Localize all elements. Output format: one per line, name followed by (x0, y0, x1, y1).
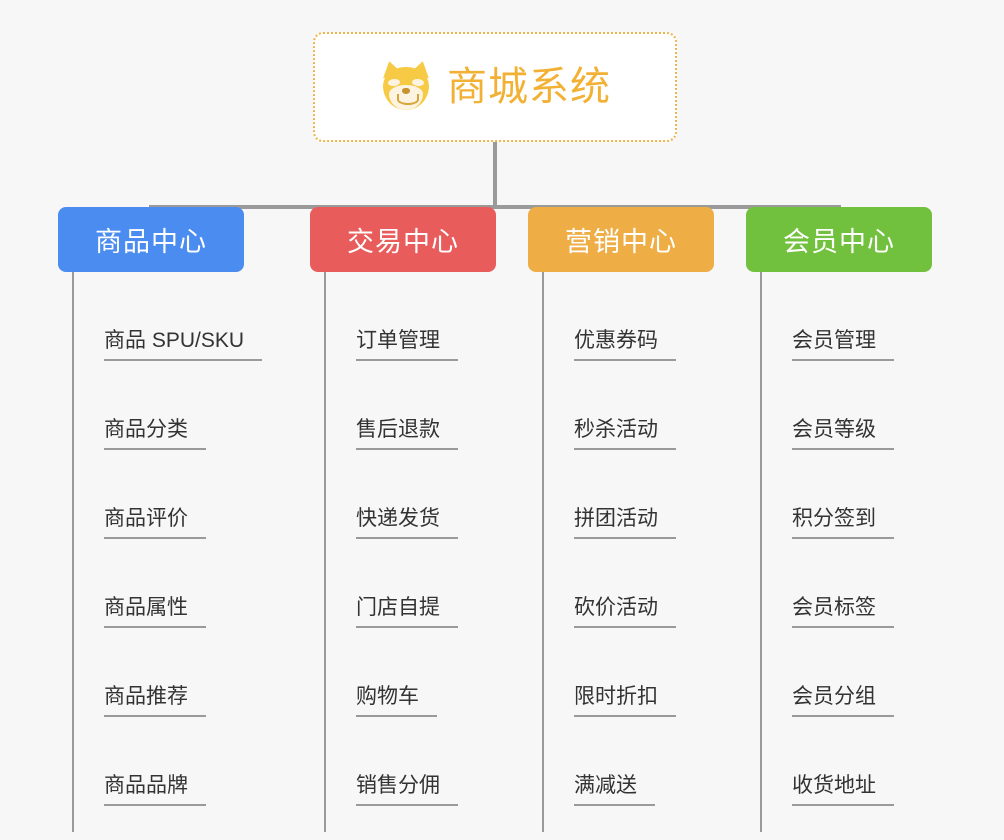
leaf-item[interactable]: 秒杀活动 (542, 361, 772, 450)
leaf-label: 订单管理 (356, 329, 458, 361)
leaf-label: 商品品牌 (104, 774, 206, 806)
category-box[interactable]: 交易中心 (310, 207, 496, 272)
category-label: 交易中心 (347, 227, 459, 257)
leaf-item[interactable]: 限时折扣 (542, 628, 772, 717)
leaf-label: 会员等级 (792, 418, 894, 450)
leaf-item[interactable]: 会员管理 (760, 272, 990, 361)
leaf-item[interactable]: 门店自提 (324, 539, 554, 628)
category-label: 商品中心 (95, 227, 207, 257)
leaf-list: 商品 SPU/SKU 商品分类 商品评价 商品属性 商品推荐 商品品牌 (72, 272, 302, 806)
leaf-item[interactable]: 订单管理 (324, 272, 554, 361)
branch-spine (72, 272, 74, 832)
leaf-label: 商品 SPU/SKU (104, 329, 263, 361)
leaf-item[interactable]: 满减送 (542, 717, 772, 806)
connector-root-stem (493, 142, 497, 207)
leaf-label: 购物车 (356, 685, 437, 717)
leaf-item[interactable]: 商品属性 (72, 539, 302, 628)
category-box[interactable]: 会员中心 (746, 207, 932, 272)
branch-spine (324, 272, 326, 832)
leaf-item[interactable]: 商品评价 (72, 450, 302, 539)
leaf-item[interactable]: 售后退款 (324, 361, 554, 450)
leaf-label: 售后退款 (356, 418, 458, 450)
leaf-item[interactable]: 购物车 (324, 628, 554, 717)
category-label: 营销中心 (565, 227, 677, 257)
leaf-list: 会员管理 会员等级 积分签到 会员标签 会员分组 收货地址 (760, 272, 990, 806)
leaf-item[interactable]: 会员标签 (760, 539, 990, 628)
leaf-item[interactable]: 砍价活动 (542, 539, 772, 628)
leaf-item[interactable]: 商品分类 (72, 361, 302, 450)
connector-horizontal-bus (149, 205, 841, 209)
leaf-label: 秒杀活动 (574, 418, 676, 450)
leaf-item[interactable]: 收货地址 (760, 717, 990, 806)
leaf-label: 商品分类 (104, 418, 206, 450)
leaf-label: 优惠券码 (574, 329, 676, 361)
leaf-list: 订单管理 售后退款 快递发货 门店自提 购物车 销售分佣 (324, 272, 554, 806)
leaf-item[interactable]: 会员分组 (760, 628, 990, 717)
leaf-label: 商品推荐 (104, 685, 206, 717)
leaf-item[interactable]: 快递发货 (324, 450, 554, 539)
leaf-label: 收货地址 (792, 774, 894, 806)
leaf-label: 积分签到 (792, 507, 894, 539)
category-box[interactable]: 商品中心 (58, 207, 244, 272)
root-title: 商城系统 (447, 65, 611, 109)
leaf-label: 商品评价 (104, 507, 206, 539)
leaf-item[interactable]: 商品品牌 (72, 717, 302, 806)
leaf-label: 砍价活动 (574, 596, 676, 628)
leaf-label: 门店自提 (356, 596, 458, 628)
leaf-label: 满减送 (574, 774, 655, 806)
leaf-label: 会员管理 (792, 329, 894, 361)
leaf-item[interactable]: 会员等级 (760, 361, 990, 450)
leaf-item[interactable]: 商品推荐 (72, 628, 302, 717)
leaf-label: 拼团活动 (574, 507, 676, 539)
branch-spine (760, 272, 762, 832)
leaf-label: 会员分组 (792, 685, 894, 717)
leaf-item[interactable]: 销售分佣 (324, 717, 554, 806)
leaf-item[interactable]: 优惠券码 (542, 272, 772, 361)
root-node[interactable]: 商城系统 (313, 32, 677, 142)
leaf-list: 优惠券码 秒杀活动 拼团活动 砍价活动 限时折扣 满减送 (542, 272, 772, 806)
leaf-item[interactable]: 拼团活动 (542, 450, 772, 539)
leaf-label: 限时折扣 (574, 685, 676, 717)
category-label: 会员中心 (783, 227, 895, 257)
leaf-item[interactable]: 积分签到 (760, 450, 990, 539)
shiba-dog-icon (379, 58, 433, 114)
leaf-item[interactable]: 商品 SPU/SKU (72, 272, 302, 361)
leaf-label: 商品属性 (104, 596, 206, 628)
leaf-label: 快递发货 (356, 507, 458, 539)
category-box[interactable]: 营销中心 (528, 207, 714, 272)
leaf-label: 销售分佣 (356, 774, 458, 806)
branch-spine (542, 272, 544, 832)
leaf-label: 会员标签 (792, 596, 894, 628)
